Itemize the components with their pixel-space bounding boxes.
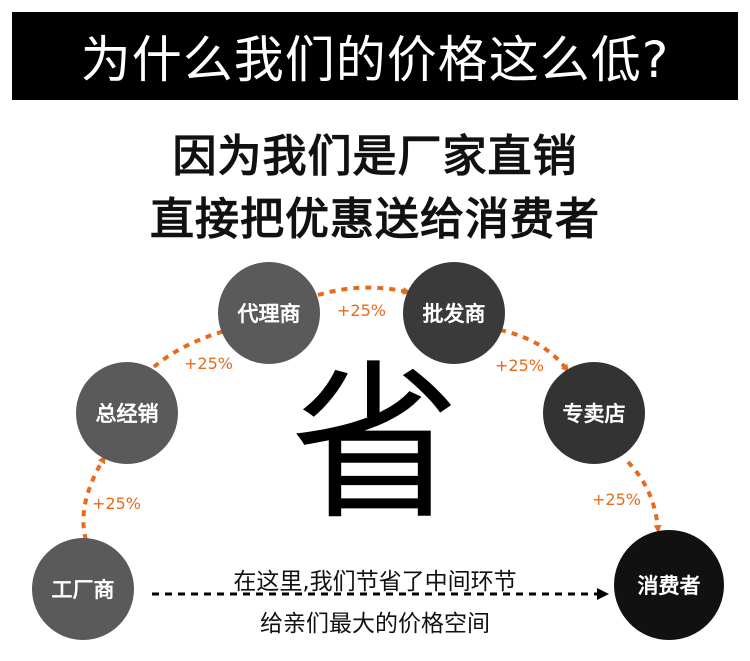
bottom-note-line-2: 给亲们最大的价格空间 xyxy=(260,611,490,637)
page-title: 为什么我们的价格这么低? xyxy=(80,31,670,89)
arrow-general-to-agent xyxy=(143,327,231,377)
node-wholesaler-label: 批发商 xyxy=(422,302,486,326)
subtitle-line-2: 直接把优惠送给消费者 xyxy=(150,194,600,245)
node-consumer-label: 消费者 xyxy=(637,574,701,598)
arrow-agent-to-wholesaler xyxy=(317,285,411,297)
markup-agent-to-wholesaler: +25% xyxy=(337,301,386,320)
node-agent: 代理商 xyxy=(218,262,320,364)
markup-store-to-consumer: +25% xyxy=(592,490,641,509)
title-banner: 为什么我们的价格这么低? xyxy=(12,12,738,100)
arrow-factory-to-general xyxy=(81,455,106,541)
bottom-note-line-1: 在这里,我们节省了中间环节 xyxy=(233,569,517,595)
node-general-distributor: 总经销 xyxy=(76,362,178,464)
arrow-wholesaler-to-store xyxy=(499,328,569,373)
node-store-label: 专卖店 xyxy=(562,402,626,426)
markup-factory-to-general: +25% xyxy=(92,494,141,513)
node-factory: 工厂商 xyxy=(32,538,134,640)
node-wholesaler: 批发商 xyxy=(403,262,505,364)
markup-general-to-agent: +25% xyxy=(184,354,233,373)
node-store: 专卖店 xyxy=(543,362,645,464)
node-agent-label: 代理商 xyxy=(237,302,301,326)
node-general-distributor-label: 总经销 xyxy=(95,402,159,426)
node-factory-label: 工厂商 xyxy=(51,578,115,602)
save-character: 省 xyxy=(290,346,461,544)
arrow-store-to-consumer xyxy=(626,460,662,533)
subtitle-line-1: 因为我们是厂家直销 xyxy=(172,131,578,182)
node-consumer: 消费者 xyxy=(614,530,724,640)
markup-wholesaler-to-store: +25% xyxy=(495,356,544,375)
